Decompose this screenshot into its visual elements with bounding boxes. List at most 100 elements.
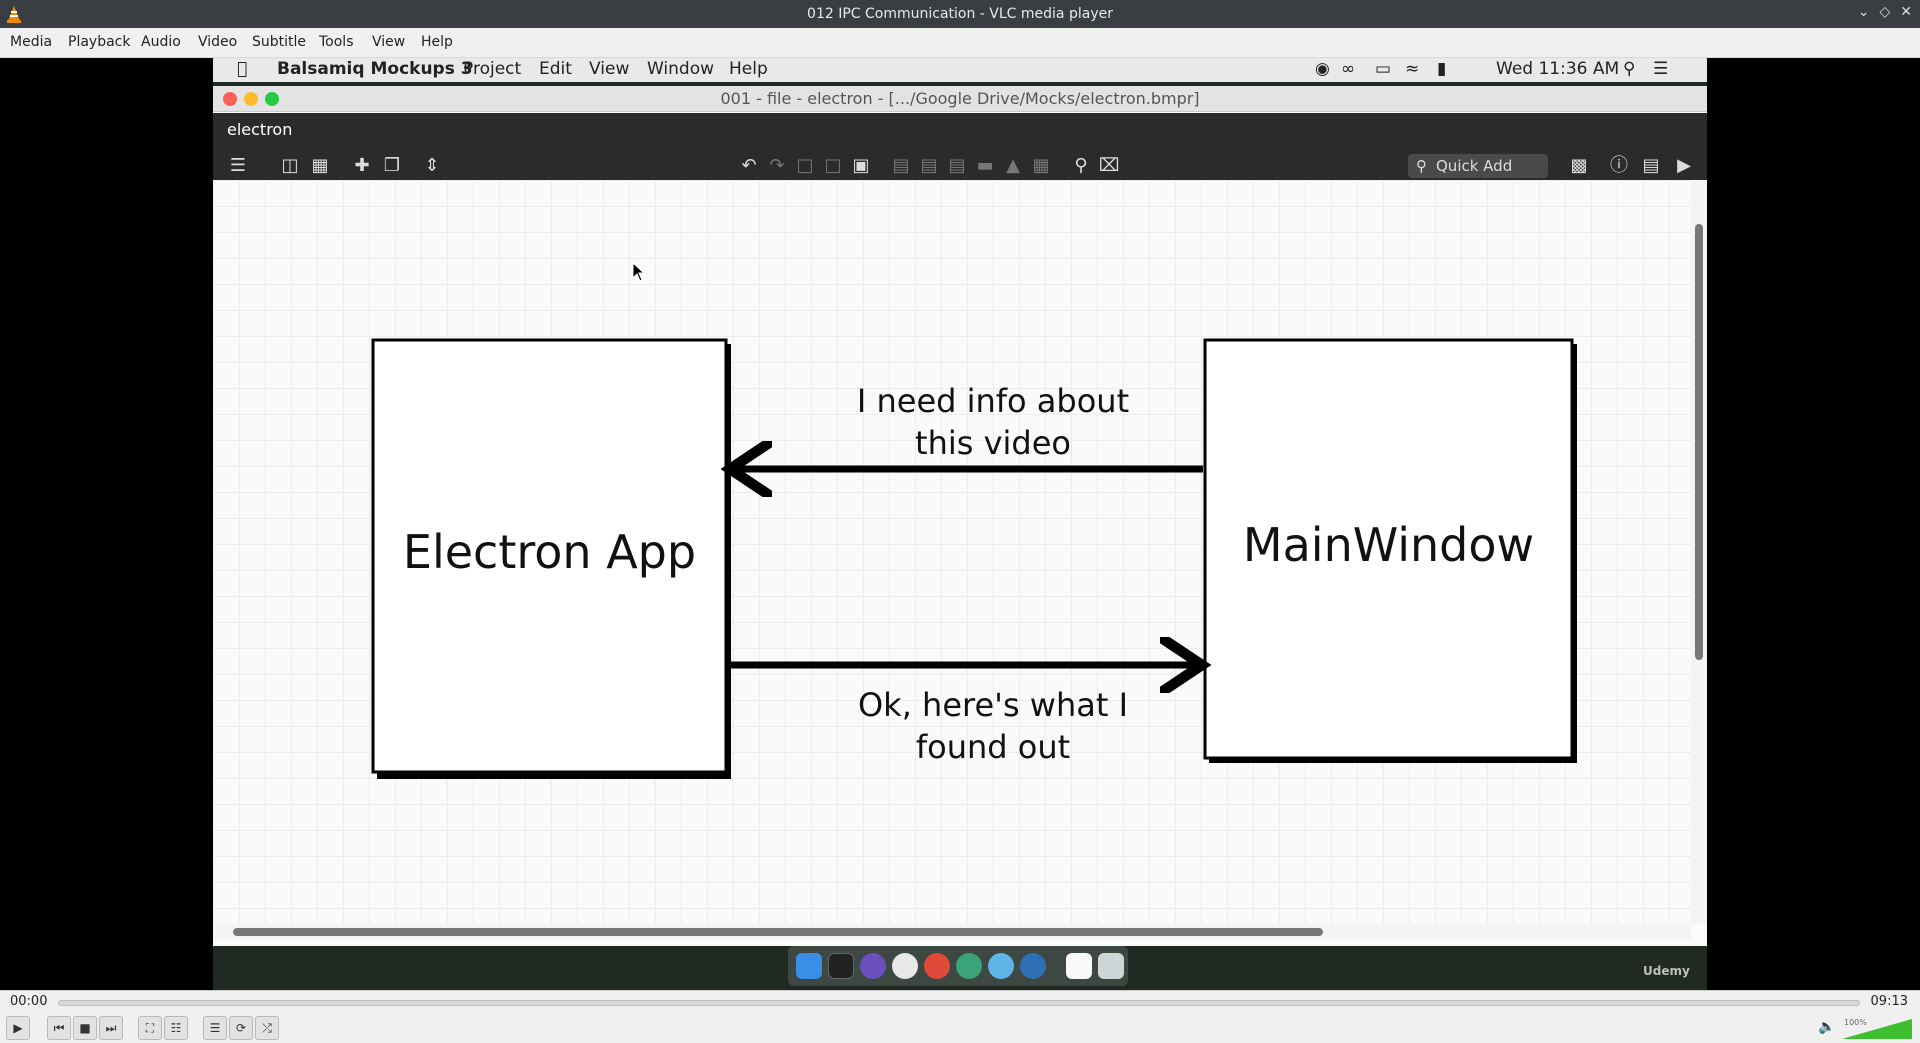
cut-icon: □ (796, 155, 814, 176)
align-icon: ▬ (976, 155, 994, 176)
vertical-scrollbar (1691, 180, 1707, 924)
mac-menu-edit: Edit (539, 59, 572, 79)
globe-icon (956, 953, 982, 979)
mac-menu-project: Project (463, 59, 522, 79)
menu-icon: ☰ (229, 155, 247, 176)
shuffle-button[interactable]: ⤮ (255, 1016, 279, 1040)
battery-icon: ▮ (1437, 59, 1447, 79)
trash-bin-icon (1098, 953, 1124, 979)
electron-app-label: Electron App (402, 525, 697, 579)
time-total: 09:13 (1870, 994, 1908, 1009)
vlc-cone-icon (7, 6, 21, 23)
stop-button[interactable]: ■ (73, 1016, 97, 1040)
mac-close-icon (223, 92, 237, 106)
present-icon: ▶ (1677, 155, 1691, 176)
mac-menu-window: Window (647, 59, 715, 79)
duplicate-icon: □ (824, 155, 842, 176)
request-label: I need info about this video (813, 380, 1173, 464)
mac-maximize-icon (265, 92, 279, 106)
window-title: 012 IPC Communication - VLC media player (807, 6, 1113, 22)
electron-app-box (371, 338, 728, 774)
undo-icon: ↶ (741, 155, 757, 176)
lock-icon: ▲ (1006, 155, 1020, 176)
safari-icon (988, 953, 1014, 979)
extended-settings-button[interactable]: ☷ (164, 1016, 188, 1040)
main-window-label: MainWindow (1242, 518, 1535, 572)
menu-playback[interactable]: Playback (68, 34, 131, 50)
menu-subtitle[interactable]: Subtitle (252, 34, 307, 50)
list-icon: ☰ (1653, 59, 1669, 79)
document-icon (1066, 953, 1092, 979)
sort-icon: ⇕ (424, 155, 440, 176)
group-icon: ▤ (892, 155, 910, 176)
menu-view[interactable]: View (372, 34, 406, 50)
balsamiq-toolbar: electron ☰ ◫ ▦ ✚ ❐ ⇕ ↶ ↷ □ □ ▣ ▤ ▤ ▤ ▬ ▲… (213, 113, 1707, 180)
app-menu: Balsamiq Mockups 3 (277, 59, 473, 79)
mac-menubar:  Balsamiq Mockups 3 Project Edit View W… (213, 58, 1707, 82)
request-label-line-1: I need info about (856, 382, 1130, 420)
wifi-icon: ≈ (1405, 59, 1420, 79)
volume-slider[interactable] (1842, 1019, 1912, 1039)
play-button[interactable]: ▶ (6, 1016, 30, 1040)
quill-icon (860, 953, 886, 979)
redo-icon: ↷ (769, 155, 785, 176)
airplay-icon: ▭ (1375, 59, 1392, 79)
terminal-icon (828, 953, 854, 979)
search-icon: ⚲ (1416, 157, 1427, 175)
apple-icon:  (237, 59, 247, 79)
mockup-canvas: Electron App MainWindow I need info abou… (213, 180, 1691, 924)
vlc-controls: 00:00 09:13 ▶ ⏮ ■ ⏭ ⛶ ☷ ☰ ⟳ ⤮ 🔈 100% (0, 990, 1920, 1043)
send-back-icon: ▤ (948, 155, 966, 176)
udemy-watermark: Udemy (1643, 964, 1690, 978)
response-label-line-2: found out (915, 728, 1071, 766)
response-label: Ok, here's what I found out (813, 684, 1173, 768)
balsamiq-window: 001 - file - electron - [.../Google Driv… (213, 86, 1707, 946)
ui-library-icon: ▩ (1570, 155, 1588, 176)
info-icon: ⓘ (1610, 155, 1628, 176)
balsamiq-titlebar: 001 - file - electron - [.../Google Driv… (213, 86, 1707, 112)
chrome-icon (924, 953, 950, 979)
close-icon[interactable]: ✕ (1900, 4, 1912, 20)
quick-add-field: ⚲ Quick Add (1408, 154, 1548, 178)
document-name: electron (227, 120, 293, 139)
grid-icon: ▦ (311, 155, 329, 176)
spotlight-icon: ⚲ (1623, 59, 1636, 79)
vlc-menubar: Media Playback Audio Video Subtitle Tool… (0, 28, 1920, 58)
mac-menu-view: View (589, 59, 630, 79)
speaker-icon[interactable]: 🔈 (1818, 1019, 1836, 1035)
next-button[interactable]: ⏭ (99, 1016, 123, 1040)
clock: Wed 11:36 AM (1496, 59, 1620, 79)
menu-media[interactable]: Media (10, 34, 53, 50)
maximize-icon[interactable]: ◇ (1879, 4, 1891, 20)
menu-help[interactable]: Help (421, 34, 453, 50)
paste-icon: ▣ (852, 155, 870, 176)
menu-tools[interactable]: Tools (319, 34, 354, 50)
fullscreen-button[interactable]: ⛶ (138, 1016, 162, 1040)
seek-bar[interactable] (58, 1000, 1860, 1006)
volume-percent: 100% (1844, 1018, 1867, 1027)
smiley-icon (892, 953, 918, 979)
request-label-line-2: this video (915, 424, 1071, 462)
mac-minimize-icon (244, 92, 258, 106)
edge-icon (1020, 953, 1046, 979)
video-area[interactable]:  Balsamiq Mockups 3 Project Edit View W… (0, 58, 1920, 990)
video-frame:  Balsamiq Mockups 3 Project Edit View W… (213, 58, 1707, 990)
copy-icon: ❐ (383, 155, 401, 176)
minimize-icon[interactable]: ⌄ (1857, 4, 1870, 20)
menu-audio[interactable]: Audio (141, 34, 181, 50)
playlist-button[interactable]: ☰ (203, 1016, 227, 1040)
quick-add-placeholder: Quick Add (1436, 157, 1513, 175)
vlc-titlebar: 012 IPC Communication - VLC media player… (0, 0, 1920, 28)
properties-icon: ⌧ (1098, 155, 1120, 176)
menu-video[interactable]: Video (198, 34, 238, 50)
trash-icon: ▦ (1032, 155, 1050, 176)
record-icon: ◉ (1315, 59, 1330, 79)
previous-button[interactable]: ⏮ (47, 1016, 71, 1040)
time-elapsed: 00:00 (10, 994, 48, 1009)
main-window-box (1203, 338, 1574, 760)
loop-button[interactable]: ⟳ (229, 1016, 253, 1040)
bring-front-icon: ▤ (920, 155, 938, 176)
mac-menu-help: Help (729, 59, 768, 79)
mouse-cursor-icon (632, 262, 646, 282)
glasses-icon: ∞ (1341, 59, 1356, 79)
